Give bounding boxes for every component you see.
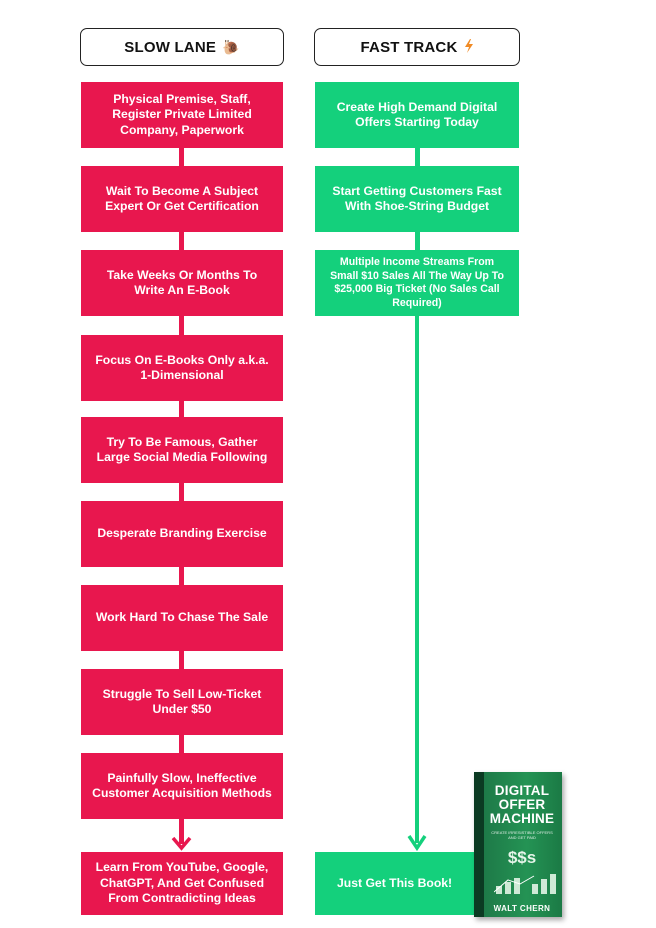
book-title-line-1: DIGITAL [494, 783, 550, 798]
connector [179, 650, 184, 670]
arrow-down-icon [171, 818, 192, 851]
connector [415, 231, 420, 251]
connector [179, 231, 184, 251]
book-author: WALT CHERN [493, 904, 551, 913]
slow-step-5: Try To Be Famous, Gather Large Social Me… [81, 417, 283, 483]
fast-step-2: Start Getting Customers Fast With Shoe-S… [315, 166, 519, 232]
slow-step-10: Learn From YouTube, Google, ChatGPT, And… [81, 852, 283, 915]
chart-icon [493, 874, 556, 894]
arrow-down-icon [407, 315, 427, 852]
book-dollar-signs: $$s [507, 848, 537, 867]
slow-lane-title: SLOW LANE [124, 38, 217, 56]
connector [179, 566, 184, 586]
slow-step-6: Desperate Branding Exercise [81, 501, 283, 567]
slow-step-9: Painfully Slow, Ineffective Customer Acq… [81, 753, 283, 819]
book-title-line-3: MACHINE [489, 811, 555, 826]
fast-track-title: FAST TRACK [360, 38, 458, 56]
fast-step-1: Create High Demand Digital Offers Starti… [315, 82, 519, 148]
slow-step-7: Work Hard To Chase The Sale [81, 585, 283, 651]
slow-step-3: Take Weeks Or Months To Write An E-Book [81, 250, 283, 316]
slow-step-2: Wait To Become A Subject Expert Or Get C… [81, 166, 283, 232]
slow-step-4: Focus On E-Books Only a.k.a. 1-Dimension… [81, 335, 283, 401]
book-subtitle: CREATE IRRESISTIBLE OFFERS AND GET PAID [491, 830, 553, 840]
snail-icon: 🐌 [222, 38, 240, 55]
book-title-line-2: OFFER [498, 797, 546, 812]
connector [179, 734, 184, 754]
slow-step-1: Physical Premise, Staff, Register Privat… [81, 82, 283, 148]
connector [179, 482, 184, 502]
connector [179, 315, 184, 336]
fast-track-header: FAST TRACK [314, 28, 520, 66]
slow-step-8: Struggle To Sell Low-Ticket Under $50 [81, 669, 283, 735]
connector [179, 147, 184, 167]
connector [179, 400, 184, 418]
connector [415, 147, 420, 167]
book-cover-image: DIGITAL OFFER MACHINE CREATE IRRESISTIBL… [474, 772, 562, 917]
slow-lane-header: SLOW LANE 🐌 [80, 28, 284, 66]
fast-step-3: Multiple Income Streams From Small $10 S… [315, 250, 519, 316]
book-spine [474, 772, 484, 917]
lightning-icon [464, 38, 474, 56]
